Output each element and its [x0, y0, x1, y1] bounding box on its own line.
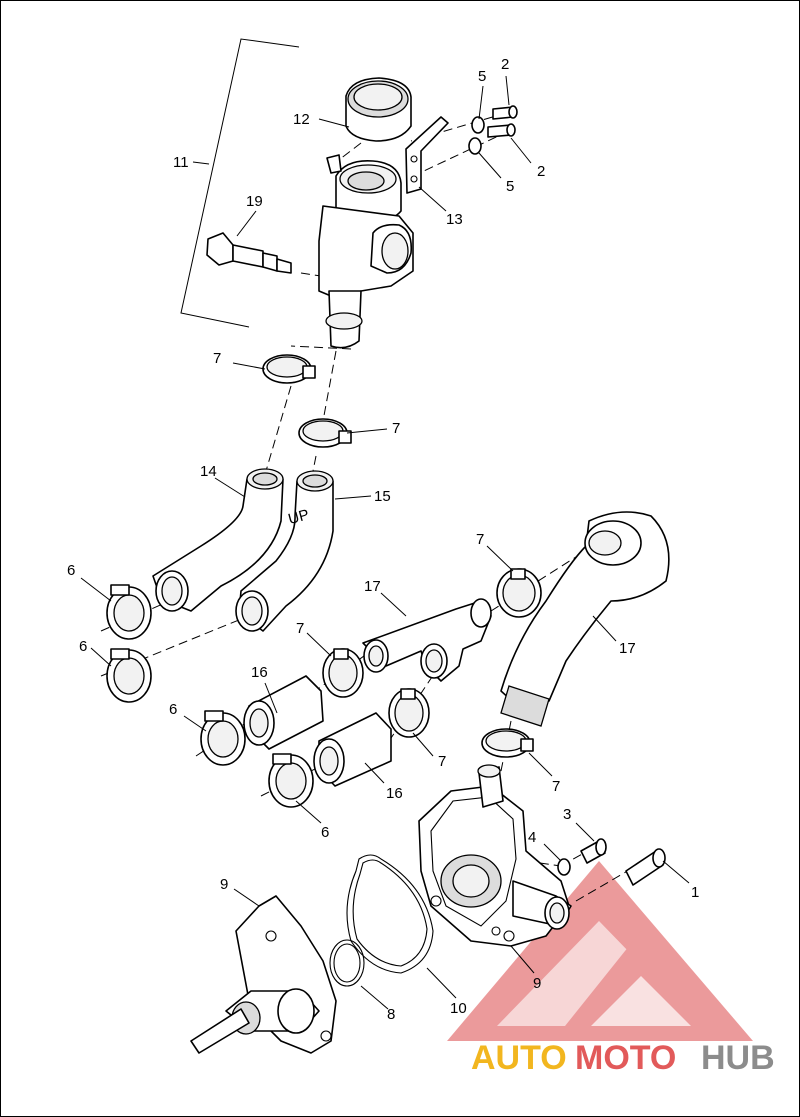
watermark-hub: HUB	[701, 1039, 775, 1077]
callout-8: 8	[387, 1006, 395, 1023]
bypass-pipe-17	[500, 511, 670, 727]
callout-9: 9	[220, 876, 228, 893]
callout-17: 17	[619, 640, 636, 657]
clamps-7	[262, 354, 542, 758]
callout-2: 2	[501, 56, 509, 73]
callout-2: 2	[537, 163, 545, 180]
callout-6: 6	[79, 638, 87, 655]
callout-10: 10	[450, 1000, 467, 1017]
watermark-logo	[447, 861, 753, 1041]
callout-15: 15	[374, 488, 391, 505]
callout-16: 16	[386, 785, 403, 802]
leader-lines	[80, 75, 690, 1010]
water-pump-housing	[418, 764, 572, 947]
callout-5: 5	[478, 68, 486, 85]
callout-17: 17	[364, 578, 381, 595]
screws-and-washers-top	[468, 105, 518, 155]
watermark-auto: AUTO	[471, 1039, 567, 1077]
callout-12: 12	[293, 111, 310, 128]
impeller-shaft-9	[190, 895, 337, 1054]
callout-7: 7	[552, 778, 560, 795]
callout-3: 3	[563, 806, 571, 823]
watermark-moto: MOTO	[575, 1039, 676, 1077]
callout-11: 11	[173, 154, 189, 171]
hose-up-marking: UP	[286, 506, 311, 528]
hose-16-pair	[243, 675, 392, 787]
callout-6: 6	[169, 701, 177, 718]
callout-7: 7	[476, 531, 484, 548]
callout-7: 7	[438, 753, 446, 770]
screws-and-washer-bottom	[557, 838, 666, 886]
hose-15: UP	[235, 470, 334, 632]
callout-16: 16	[251, 664, 268, 681]
callout-13: 13	[446, 211, 463, 228]
hose-14	[152, 468, 284, 612]
group-bracket-11	[180, 38, 300, 328]
o-ring-8	[329, 939, 365, 987]
watermark-text: AUTO MOTO HUB	[471, 1039, 775, 1077]
callout-4: 4	[528, 829, 536, 846]
callout-9: 9	[533, 975, 541, 992]
callout-14: 14	[200, 463, 217, 480]
gasket-10	[346, 854, 434, 974]
tee-pipe-17	[362, 598, 492, 682]
callout-7: 7	[213, 350, 221, 367]
callout-labels: 1 2 2 3 4 5 5 6 6 6 6 7 7 7 7 7 7 7 8 9 …	[67, 56, 699, 1023]
callout-19: 19	[246, 193, 263, 210]
callout-6: 6	[67, 562, 75, 579]
thermostat-housing	[318, 77, 449, 349]
callout-5: 5	[506, 178, 514, 195]
callout-1: 1	[691, 884, 699, 901]
callout-7: 7	[392, 420, 400, 437]
callout-6: 6	[321, 824, 329, 841]
clamps-6	[106, 584, 314, 808]
temperature-sensor	[206, 232, 292, 274]
callout-7: 7	[296, 620, 304, 637]
